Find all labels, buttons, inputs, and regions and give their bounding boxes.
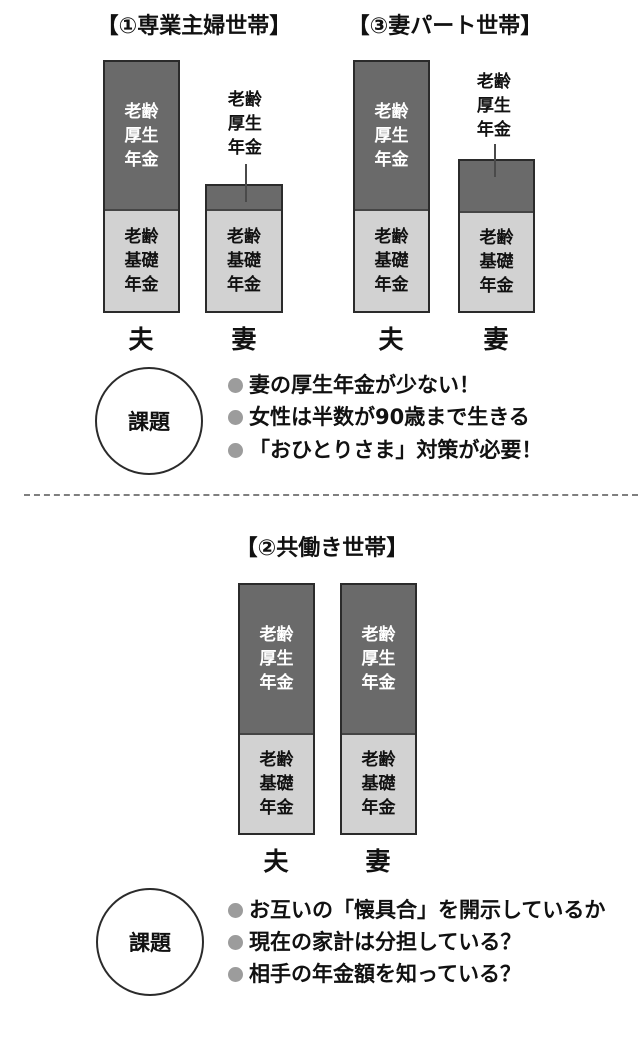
- issue-text: 現在の家計は分担している？: [249, 930, 522, 954]
- kiso-pension-label: 老齢基礎年金: [259, 750, 294, 818]
- bullet-icon: [228, 966, 243, 982]
- bar-dualincome-husband: 老齢厚生年金 老齢基礎年金: [238, 583, 315, 835]
- section-housewife-title: 【①専業主婦世帯】: [96, 14, 292, 39]
- bar-segment-kiso: 老齢基礎年金: [207, 211, 281, 311]
- bar-housewife-husband: 老齢厚生年金 老齢基礎年金: [103, 60, 180, 313]
- issue-item: 相手の年金額を知っている？: [228, 961, 521, 987]
- issues-badge-top: 課題: [95, 367, 203, 475]
- bullet-icon: [228, 442, 243, 458]
- kosei-pension-label: 老齢厚生年金: [259, 625, 294, 693]
- wife-axis-label: 妻: [483, 325, 509, 354]
- section-dualincome-title: 【②共働き世帯】: [235, 536, 409, 561]
- husband-axis-label: 夫: [128, 325, 154, 354]
- bullet-icon: [228, 377, 243, 393]
- issue-item: 現在の家計は分担している？: [228, 929, 521, 955]
- issue-item: お互いの「懐具合」を開示しているか: [228, 897, 605, 923]
- bar-segment-kiso: 老齢基礎年金: [342, 735, 415, 833]
- bar-segment-kiso: 老齢基礎年金: [240, 735, 313, 833]
- kiso-pension-label: 老齢基礎年金: [479, 228, 514, 296]
- bullet-icon: [228, 409, 243, 425]
- kiso-pension-label: 老齢基礎年金: [227, 227, 261, 295]
- kiso-pension-label: 老齢基礎年金: [374, 227, 409, 295]
- bullet-icon: [228, 934, 243, 950]
- bar-segment-kosei: 老齢厚生年金: [342, 585, 415, 735]
- bar-parttime-husband: 老齢厚生年金 老齢基礎年金: [353, 60, 430, 313]
- wife-axis-label: 妻: [231, 325, 257, 354]
- wife-kosei-callout-label: 老齢厚生年金: [227, 90, 262, 158]
- issues-badge-label: 課題: [128, 410, 170, 434]
- bar-segment-kosei: [460, 161, 533, 213]
- husband-axis-label: 夫: [378, 325, 404, 354]
- bullet-icon: [228, 902, 243, 918]
- issue-text: 相手の年金額を知っている？: [249, 962, 521, 986]
- wife-axis-label: 妻: [365, 847, 391, 876]
- bar-segment-kiso: 老齢基礎年金: [105, 211, 178, 311]
- bar-segment-kiso: 老齢基礎年金: [355, 211, 428, 311]
- bar-segment-kiso: 老齢基礎年金: [460, 213, 533, 311]
- issue-item: 「おひとりさま」対策が必要！: [228, 437, 542, 463]
- issue-text: お互いの「懐具合」を開示しているか: [249, 898, 606, 922]
- issues-badge-bottom: 課題: [96, 888, 204, 996]
- issues-badge-label: 課題: [129, 931, 171, 955]
- bar-segment-kosei: 老齢厚生年金: [105, 62, 178, 211]
- issue-text: 「おひとりさま」対策が必要！: [249, 438, 543, 462]
- kiso-pension-label: 老齢基礎年金: [124, 227, 159, 295]
- wife-kosei-callout-label: 老齢厚生年金: [476, 72, 511, 140]
- kosei-pension-label: 老齢厚生年金: [374, 101, 409, 170]
- bar-segment-kosei: 老齢厚生年金: [240, 585, 313, 735]
- bar-dualincome-wife: 老齢厚生年金 老齢基礎年金: [340, 583, 417, 835]
- callout-pointer-line: [245, 164, 247, 202]
- husband-axis-label: 夫: [263, 847, 289, 876]
- section-parttime-title: 【③妻パート世帯】: [347, 14, 543, 39]
- bar-segment-kosei: 老齢厚生年金: [355, 62, 428, 211]
- issue-item: 女性は半数が90歳まで生きる: [228, 404, 530, 430]
- bar-segment-kosei: [207, 186, 281, 211]
- bar-parttime-wife: 老齢基礎年金: [458, 159, 535, 313]
- kosei-pension-label: 老齢厚生年金: [361, 625, 396, 693]
- issue-item: 妻の厚生年金が少ない！: [228, 372, 480, 398]
- bar-housewife-wife: 老齢基礎年金: [205, 184, 283, 313]
- kiso-pension-label: 老齢基礎年金: [361, 750, 396, 818]
- kosei-pension-label: 老齢厚生年金: [124, 101, 159, 170]
- section-divider: [24, 494, 638, 496]
- issue-text: 妻の厚生年金が少ない！: [249, 373, 480, 397]
- callout-pointer-line: [494, 144, 496, 177]
- issue-text: 女性は半数が90歳まで生きる: [249, 405, 530, 429]
